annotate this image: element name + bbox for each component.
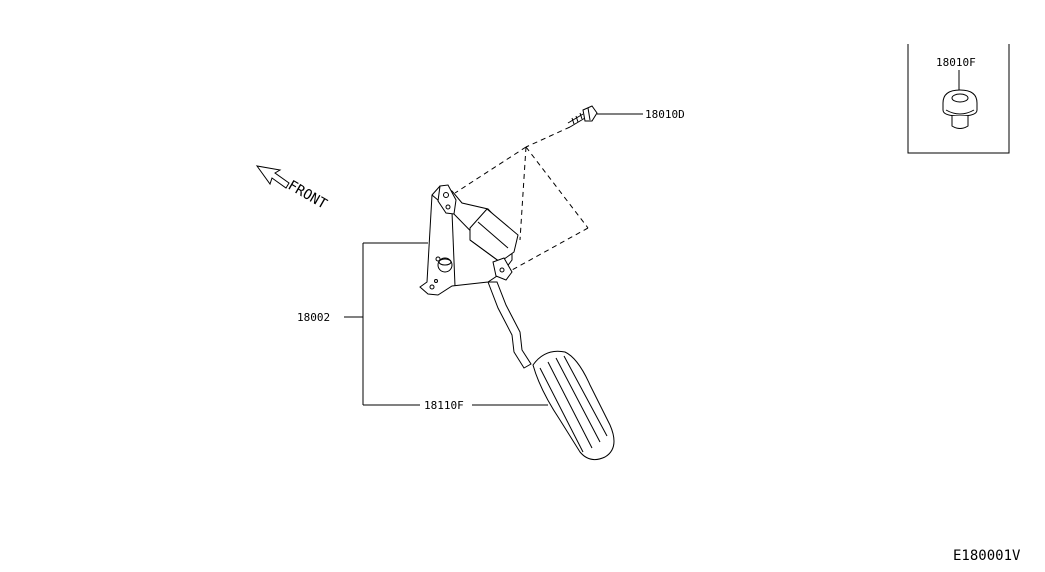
label-bolt: 18010D xyxy=(645,108,685,121)
install-guide-lines xyxy=(454,126,589,271)
label-pedal: 18110F xyxy=(424,399,464,412)
diagram-code: E180001V xyxy=(953,548,1021,564)
label-front: FRONT xyxy=(285,178,330,213)
label-inset-part: 18010F xyxy=(936,56,976,69)
assembly-bracket xyxy=(344,242,428,406)
label-assembly: 18002 xyxy=(297,311,330,324)
clip-part-icon xyxy=(942,89,978,129)
front-arrow-icon xyxy=(255,165,290,189)
bolt-part-icon xyxy=(567,105,598,128)
accelerator-pedal-assembly-icon xyxy=(419,184,615,461)
inset-box: 18010F xyxy=(907,44,1010,154)
